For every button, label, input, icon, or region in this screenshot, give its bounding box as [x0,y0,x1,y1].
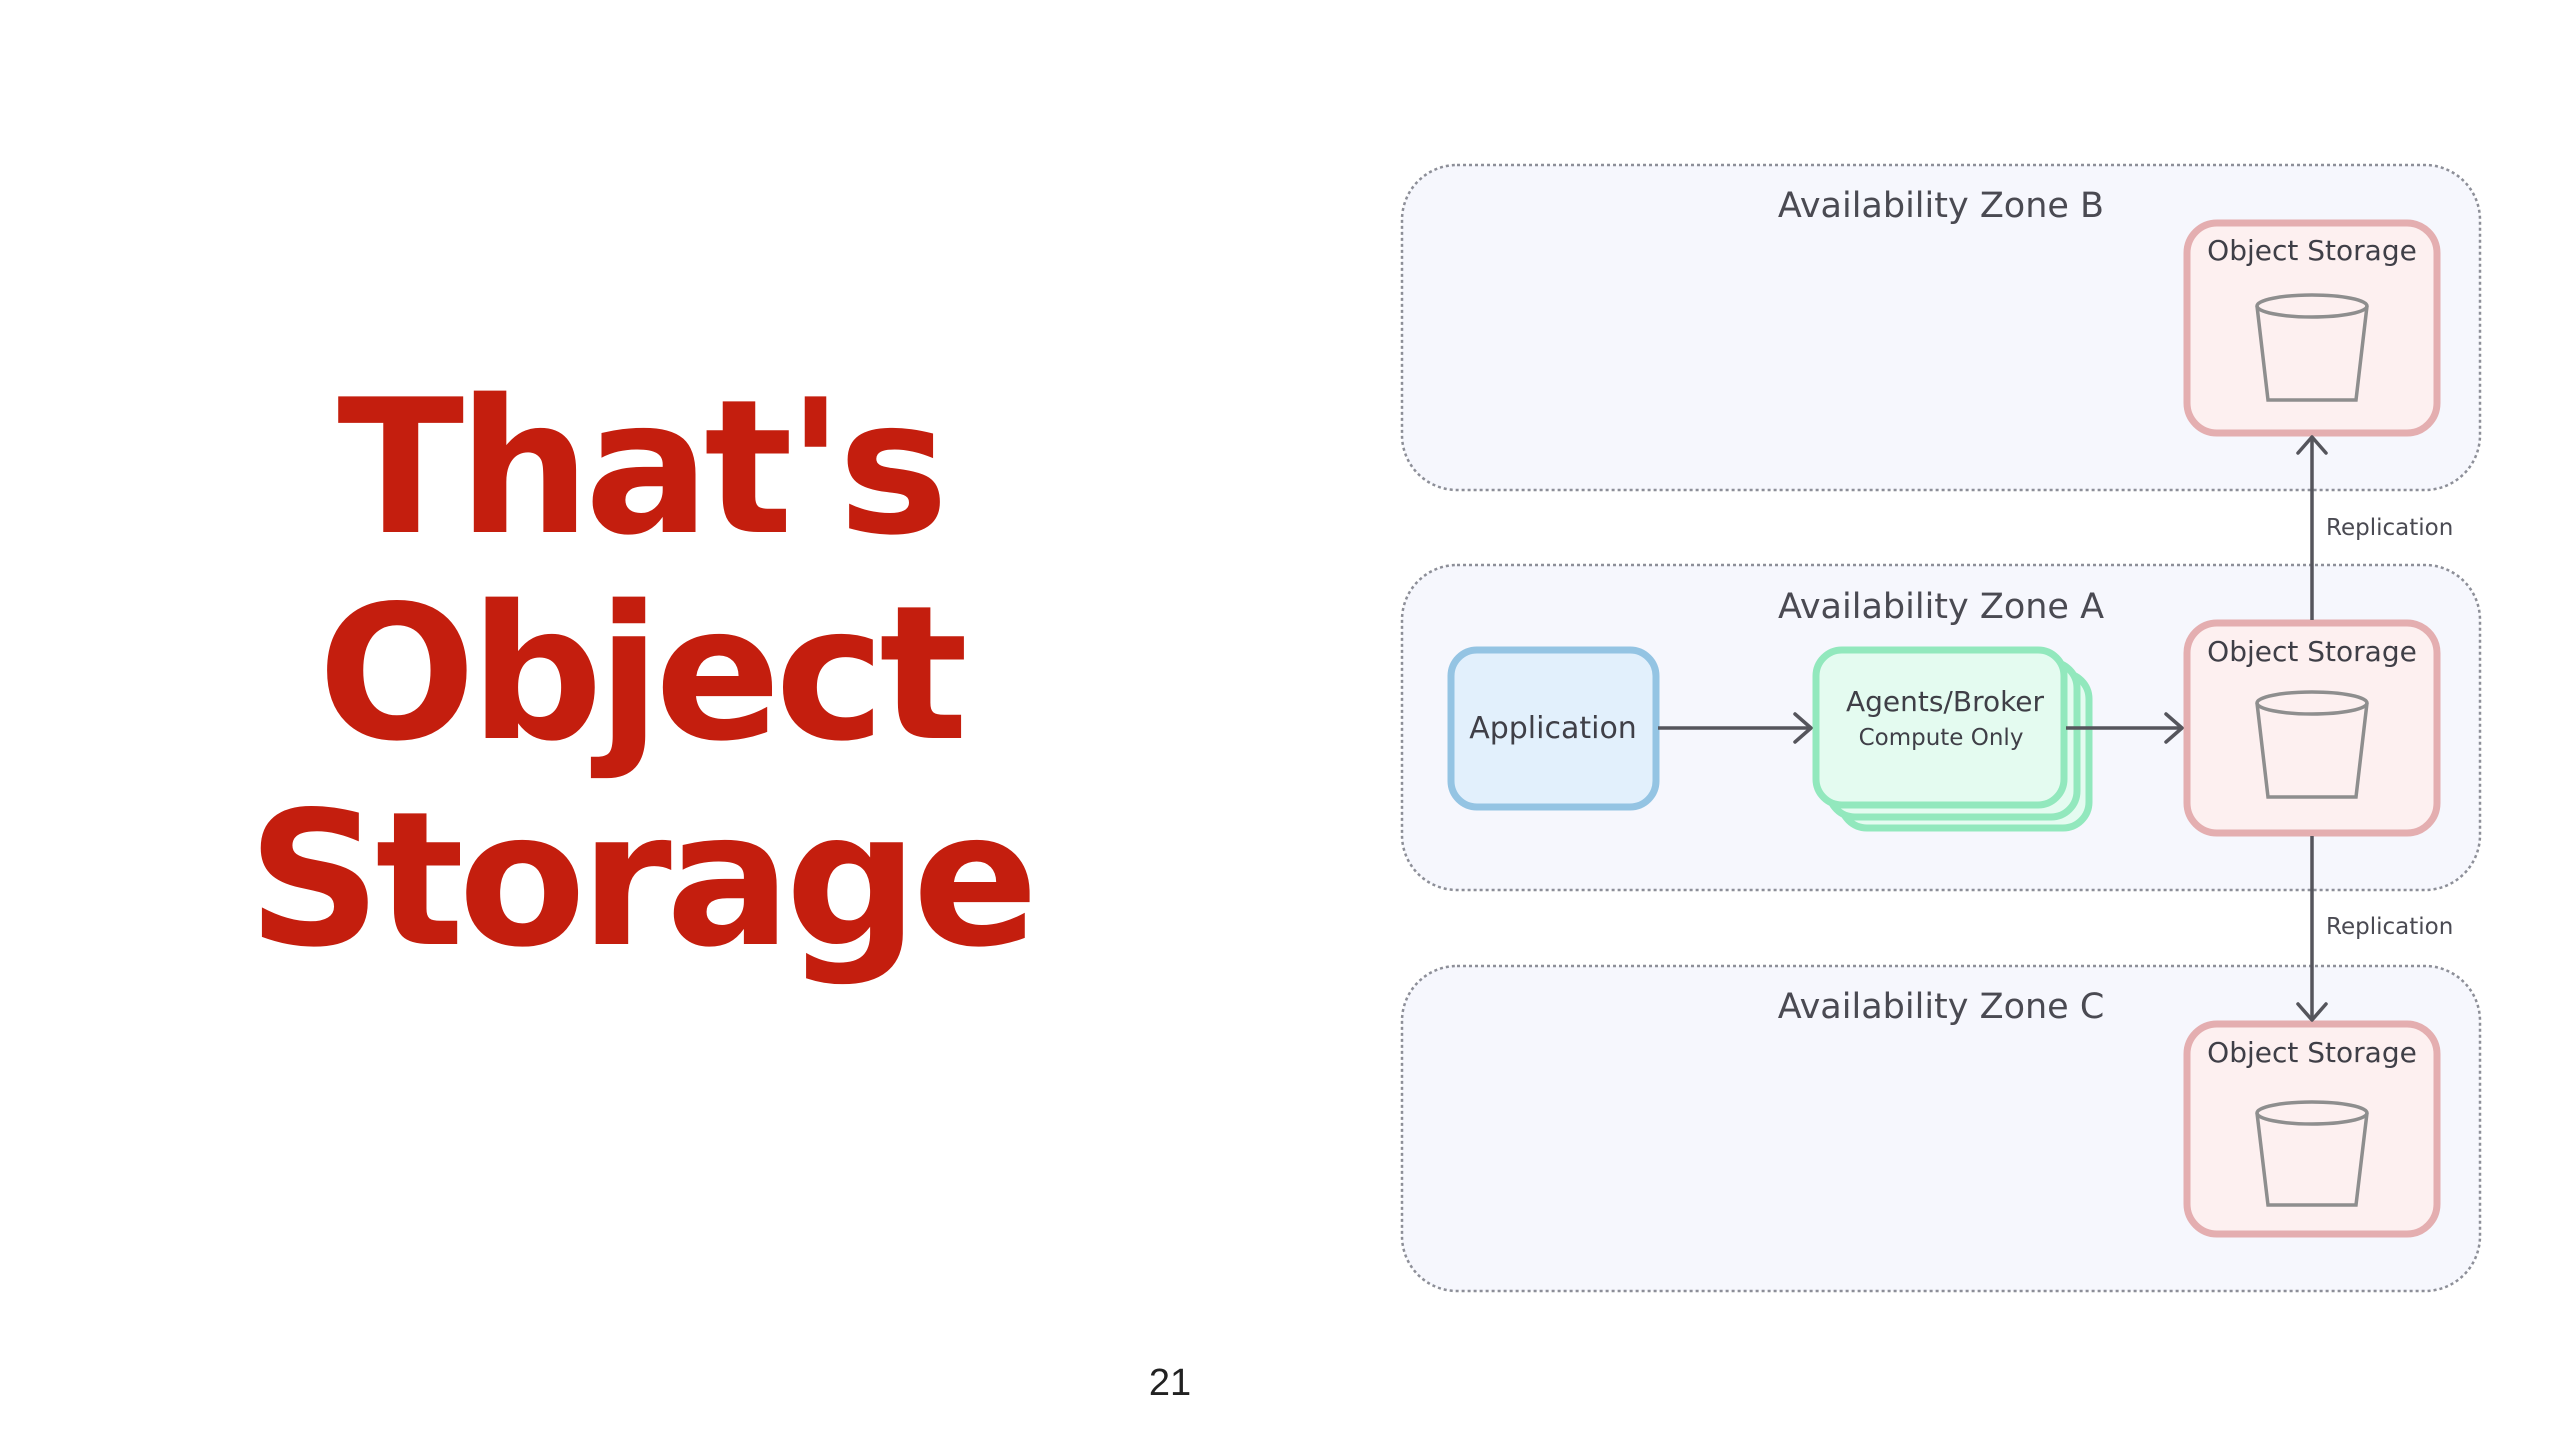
agents-stack-front [1812,646,2068,809]
application-box [1447,646,1660,811]
zone-c-label: Availability Zone C [1778,987,2105,1027]
title-line-2: Object [317,565,968,782]
title-line-1: That's [337,359,948,576]
replication-down-label: Replication [2326,914,2453,940]
zone-b-storage-box [2183,219,2441,437]
zone-a: Availability Zone A Application Agents/B… [1400,563,2482,892]
replication-up-label: Replication [2326,515,2453,541]
zone-a-storage-label: Object Storage [2207,635,2417,668]
bucket-icon [2255,1100,2369,1207]
zone-a-storage-box [2183,619,2441,837]
application-label: Application [1469,711,1637,746]
title-line-3: Storage [247,771,1038,988]
agents-label: Agents/Broker [1846,685,2045,718]
application-node: Application [1447,646,1660,811]
zone-c: Availability Zone C Object Storage [1400,964,2482,1293]
zone-c-object-storage: Object Storage [2183,1020,2441,1238]
slide-title: That's Object Storage [150,365,1130,983]
zone-b-storage-label: Object Storage [2207,234,2417,267]
zone-b: Availability Zone B Object Storage [1400,163,2482,492]
arrow-replication-to-zone-c [2296,836,2328,1022]
agents-broker-node: Agents/Broker Compute Only [1812,646,2093,832]
arrow-application-to-agents [1658,712,1813,744]
zone-c-storage-box [2183,1020,2441,1238]
agents-sublabel: Compute Only [1859,725,2024,751]
zone-b-object-storage: Object Storage [2183,219,2441,437]
zone-a-object-storage: Object Storage [2183,619,2441,837]
zone-b-label: Availability Zone B [1778,186,2104,226]
zone-c-storage-label: Object Storage [2207,1036,2417,1069]
arrow-replication-to-zone-b [2296,435,2328,620]
arrow-agents-to-storage [2066,712,2184,744]
zone-a-label: Availability Zone A [1778,587,2104,627]
bucket-icon [2255,293,2369,402]
page-number: 21 [1148,1362,1192,1404]
bucket-icon [2255,690,2369,799]
